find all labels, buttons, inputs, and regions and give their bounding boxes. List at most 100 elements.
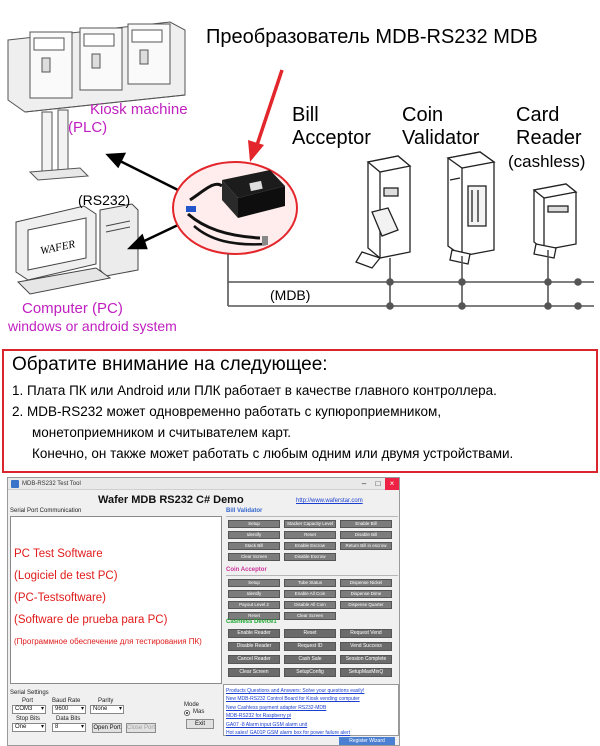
baud-select[interactable]: 9600: [52, 705, 86, 714]
product-link[interactable]: New Cashless payment adapter RS232-MDB: [226, 704, 327, 711]
plc-label: (PLC): [68, 119, 108, 136]
device-command-button[interactable]: Identify: [228, 531, 280, 539]
device-command-button[interactable]: Cash Sale: [284, 655, 336, 664]
device-command-button[interactable]: Setup: [228, 520, 280, 528]
mode-label: Mode: [184, 702, 200, 708]
device-command-button[interactable]: Stack Bill: [228, 542, 280, 550]
device-command-button[interactable]: Identify: [228, 590, 280, 598]
coin-label-line2: Validator: [402, 127, 480, 149]
maximize-icon[interactable]: □: [375, 479, 381, 488]
device-command-button[interactable]: Payout Level 2: [228, 601, 280, 609]
product-link[interactable]: Products Questions and Answers: Solve yo…: [226, 688, 365, 694]
device-command-button[interactable]: Enable Escrow: [284, 542, 336, 550]
cashless-label: Cashless Device1: [226, 619, 277, 625]
device-command-button[interactable]: Cancel Reader: [228, 655, 280, 664]
device-command-button[interactable]: Request ID: [284, 642, 336, 651]
serial-settings-label: Serial Settings: [10, 690, 49, 696]
device-command-button[interactable]: Disable Reader: [228, 642, 280, 651]
bill-label-line1: Bill: [292, 104, 319, 126]
device-command-button[interactable]: SetupMaxMinQ: [340, 668, 392, 677]
device-command-button[interactable]: Clear Screen: [284, 612, 336, 620]
device-command-button[interactable]: Tube Status: [284, 579, 336, 587]
bill-validator-group: [226, 516, 398, 517]
device-command-button[interactable]: Reset: [284, 531, 336, 539]
notice-box: Обратите внимание на следующее: 1. Плата…: [2, 349, 598, 473]
device-command-button[interactable]: Disable Bill: [340, 531, 392, 539]
app-title: Wafer MDB RS232 C# Demo: [98, 494, 244, 506]
test-tool-window: MDB-RS232 Test Tool – □ × Wafer MDB RS23…: [7, 477, 400, 746]
port-label: Port: [22, 698, 34, 704]
mode-master-radio[interactable]: [184, 710, 190, 716]
serial-comm-label: Serial Port Communication: [10, 508, 82, 514]
card-reader-icon: [532, 183, 578, 259]
device-command-button[interactable]: Return Bill in escrow: [340, 542, 392, 550]
device-command-button[interactable]: Enable All Coin: [284, 590, 336, 598]
device-command-button[interactable]: Stacker Capacity Level: [284, 520, 336, 528]
bill-label-line2: Acceptor: [292, 127, 371, 149]
notice-item-2c: Конечно, он также может работать с любым…: [32, 446, 514, 461]
device-command-button[interactable]: Disable All Coin: [284, 601, 336, 609]
device-command-button[interactable]: Vend Success: [340, 642, 392, 651]
converter-device-icon: [172, 161, 298, 255]
notice-item-2b: монетоприемником и считывателем карт.: [32, 425, 292, 440]
notice-item-2a: 2. MDB-RS232 может одновременно работать…: [12, 404, 442, 419]
connection-arrows: [105, 152, 179, 250]
device-command-button[interactable]: Setup: [228, 579, 280, 587]
minimize-icon[interactable]: –: [361, 479, 367, 488]
parity-label: Parity: [98, 698, 114, 704]
device-command-button[interactable]: Enable Reader: [228, 629, 280, 638]
product-link[interactable]: MDB-RS232 for Raspberry pi: [226, 713, 292, 720]
stop-bits-select[interactable]: One: [12, 723, 46, 732]
log-line: (Программное обеспечение для тестировани…: [14, 637, 202, 646]
product-links-box: Products Questions and Answers: Solve yo…: [223, 684, 399, 736]
device-command-button[interactable]: Clear Screen: [228, 553, 280, 561]
open-port-button[interactable]: Open Port: [92, 723, 122, 733]
parity-select[interactable]: None: [90, 705, 124, 714]
log-line: (Software de prueba para PC): [14, 614, 168, 626]
diagram-graphics: WAFER: [7, 21, 594, 310]
app-icon: [11, 480, 19, 488]
product-link[interactable]: GA07 -8 Alarm input GSM alarm unit: [226, 721, 308, 728]
port-select[interactable]: COM3: [12, 705, 46, 714]
device-command-button[interactable]: Reset: [228, 612, 280, 620]
product-link[interactable]: Hot sales! GA01P GSM alarm box for power…: [226, 730, 351, 737]
device-command-button[interactable]: Dispense Nickel: [340, 579, 392, 587]
notice-heading: Обратите внимание на следующее:: [12, 354, 328, 375]
bill-acceptor-label: Bill Acceptor: [292, 104, 371, 150]
device-command-button[interactable]: Reset: [284, 629, 336, 638]
product-link[interactable]: New MDB-RS232 Control Board for Kiosk ve…: [226, 696, 360, 703]
close-port-button[interactable]: Close Port: [126, 723, 156, 733]
coin-label-line1: Coin: [402, 104, 444, 126]
device-command-button[interactable]: SetupConfig: [284, 668, 336, 677]
card-reader-label: Card Reader (cashless): [508, 104, 585, 173]
card-label-line3: (cashless): [508, 152, 586, 171]
website-link[interactable]: http://www.waferstar.com: [296, 498, 363, 504]
communication-log[interactable]: PC Test Software (Logiciel de test PC) (…: [10, 516, 222, 684]
coin-acceptor-label: Coin Acceptor: [226, 567, 267, 573]
title-pointer-arrow: [248, 69, 284, 162]
diagram-title: Преобразователь MDB-RS232 MDB: [206, 26, 538, 48]
close-icon[interactable]: ×: [385, 478, 399, 490]
exit-button[interactable]: Exit: [186, 719, 214, 729]
device-command-button[interactable]: Dispense Dime: [340, 590, 392, 598]
device-command-button[interactable]: Clear Screen: [228, 668, 280, 677]
coin-acceptor-group: [226, 575, 398, 576]
data-bits-label: Data Bits: [56, 716, 81, 722]
device-command-button[interactable]: Disable Escrow: [284, 553, 336, 561]
baud-label: Baud Rate: [52, 698, 81, 704]
device-command-button[interactable]: Enable Bill: [340, 520, 392, 528]
log-line: (Logiciel de test PC): [14, 570, 118, 582]
card-label-line1: Card: [516, 104, 560, 126]
window-controls: – □ ×: [357, 478, 399, 490]
window-titlebar: MDB-RS232 Test Tool – □ ×: [8, 478, 399, 490]
device-command-button[interactable]: Session Complete: [340, 655, 392, 664]
mdb-bus-lines: [227, 250, 594, 310]
system-diagram: WAFER: [0, 0, 600, 345]
device-command-button[interactable]: Dispense Quarter: [340, 601, 392, 609]
data-bits-select[interactable]: 8: [52, 723, 86, 732]
device-command-button[interactable]: Request Vend: [340, 629, 392, 638]
log-line: (PC-Testsoftware): [14, 592, 107, 604]
kiosk-label: Kiosk machine: [90, 101, 188, 118]
register-wizard-button[interactable]: Register Wizard: [339, 737, 395, 745]
coin-validator-label: Coin Validator: [402, 104, 479, 150]
